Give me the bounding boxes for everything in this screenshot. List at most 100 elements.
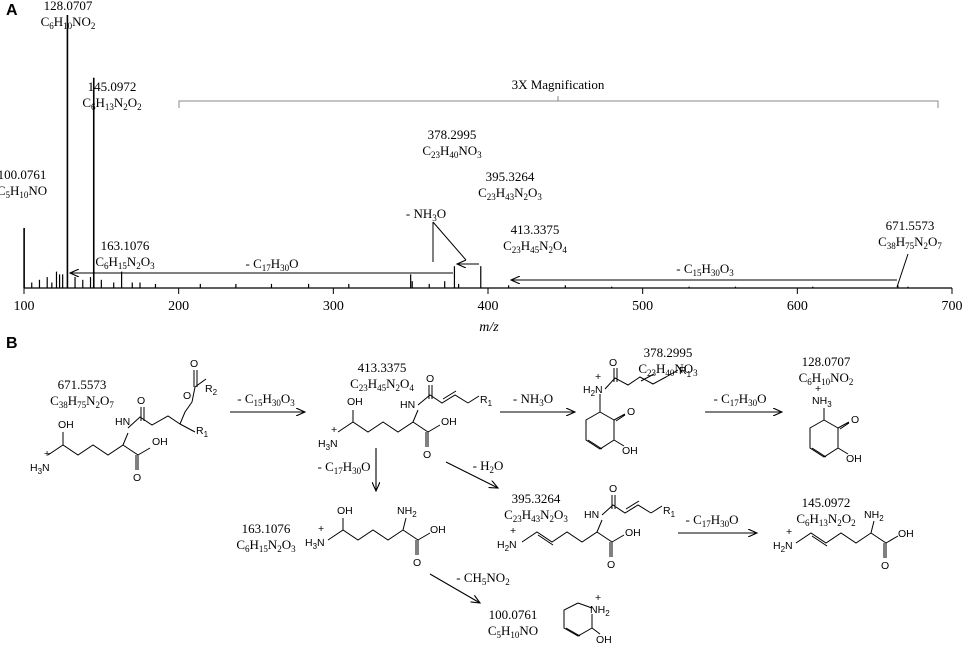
x-tick-label: 700 — [942, 299, 963, 314]
compound-formula: C23H40NO3 — [638, 361, 698, 378]
loss-arrow-nh3o: - NH3O — [406, 206, 479, 264]
charge: + — [595, 371, 601, 383]
peak-label-395: 395.3264 C23H43N2O3 — [478, 169, 542, 202]
panel-b: B 671.5573 C38H75N2O7 OH H3N + HN OH O O… — [6, 335, 914, 646]
atom: NH3 — [812, 395, 832, 409]
structure-128: NH3 + O OH — [809, 383, 862, 465]
loss-label: - C15H30O3 — [676, 261, 734, 278]
atom: NH2 — [590, 604, 610, 618]
step-c17h30o-1: - C17H30O — [705, 391, 782, 412]
peak-mz: 145.0972 — [88, 79, 137, 94]
x-tick-label: 100 — [14, 299, 35, 314]
reaction-arrow — [429, 573, 480, 603]
atom: R1 — [663, 505, 676, 519]
panel-b-letter: B — [6, 335, 18, 352]
magnification-bracket — [178, 96, 939, 108]
atom: OH — [898, 528, 914, 540]
x-tick-label: 500 — [632, 299, 653, 314]
compound-formula: C6H15N2O3 — [236, 537, 296, 554]
x-axis-label: m/z — [479, 320, 499, 335]
peak-mz: 100.0761 — [0, 167, 46, 182]
step-label: - C17H30O — [713, 391, 766, 408]
atom: OH — [337, 505, 353, 517]
atom: OH — [430, 524, 446, 536]
peak-label-378: 378.2995 C23H40NO3 — [422, 127, 482, 160]
structure-395: H2N + HN OH O O R1 — [497, 483, 676, 571]
structure-413: OH H3N + HN OH O O R1 — [318, 373, 493, 461]
atom: R1 — [196, 425, 209, 439]
bond — [47, 370, 207, 470]
bond — [521, 495, 663, 557]
charge: + — [44, 448, 50, 460]
bond — [795, 520, 899, 558]
atom: H3N — [305, 537, 325, 551]
panel-a-letter: A — [6, 2, 18, 19]
step-h2o: - H2O — [445, 458, 503, 488]
bond — [563, 602, 601, 637]
atom: O — [609, 483, 617, 495]
peak-mz: 163.1076 — [101, 238, 150, 253]
compound-100: 100.0761 C5H10NO NH2 + OH — [488, 592, 612, 646]
charge: + — [510, 525, 516, 537]
loss-arrow-c15h30o3: - C15H30O3 — [511, 261, 897, 280]
atom: O — [627, 406, 635, 418]
compound-formula: C5H10NO — [488, 623, 538, 640]
peak-formula: C6H13N2O2 — [82, 95, 141, 112]
atom: R1 — [480, 394, 493, 408]
step-label: - C15H30O3 — [237, 391, 295, 408]
atom: O — [607, 559, 615, 571]
compound-formula: C6H10NO2 — [799, 370, 854, 387]
leader-nh3o-1 — [432, 221, 467, 261]
x-tick-label: 400 — [478, 299, 499, 314]
charge: + — [318, 523, 324, 535]
atom: OH — [596, 634, 612, 646]
atom: HN — [584, 509, 599, 521]
atom: R2 — [205, 383, 218, 397]
peak-label-145: 145.0972 C6H13N2O2 — [82, 79, 141, 112]
compound-145: 145.0972 C6H13N2O2 H2N + NH2 OH O — [773, 495, 914, 572]
bond — [809, 408, 850, 458]
leader-671 — [896, 253, 909, 288]
step-label: - C17H30O — [685, 512, 738, 529]
loss-label: - C17H30O — [245, 256, 298, 273]
charge: + — [595, 592, 601, 604]
loss-arrow-c17h30o: - C17H30O — [70, 256, 453, 273]
atom: HN — [115, 416, 130, 428]
compound-128: 128.0707 C6H10NO2 NH3 + O OH — [799, 354, 862, 465]
magnification-label: 3X Magnification — [512, 77, 605, 92]
step-c15h30o3: - C15H30O3 — [230, 391, 305, 412]
spectrum-peaks — [23, 15, 909, 288]
step-label: - NH3O — [513, 391, 553, 408]
step-label: - CH5NO2 — [456, 570, 509, 587]
x-tick-label: 600 — [787, 299, 808, 314]
step-c17h30o-3: - C17H30O — [678, 512, 757, 533]
peak-label-128: 128.0707 C6H10NO2 — [41, 0, 96, 31]
atom: O — [881, 560, 889, 572]
compound-mz: 128.0707 — [802, 354, 851, 369]
structure-378: H2N + O R1 O OH — [583, 357, 692, 457]
atom: H3N — [30, 462, 50, 476]
atom: O — [426, 373, 434, 385]
atom: OH — [58, 419, 74, 431]
structure-145: H2N + NH2 OH O — [773, 509, 914, 572]
charge: + — [786, 526, 792, 538]
compound-163: 163.1076 C6H15N2O3 OH H3N + NH2 OH O — [236, 505, 445, 569]
compound-mz: 378.2995 — [644, 345, 693, 360]
atom: O — [190, 358, 198, 370]
compound-mz: 671.5573 — [58, 377, 107, 392]
peak-formula: C6H10NO2 — [41, 14, 96, 31]
x-tick-label: 200 — [168, 299, 189, 314]
peak-formula: C23H40NO3 — [422, 143, 482, 160]
loss-label: - NH3O — [406, 206, 446, 223]
charge: + — [331, 424, 337, 436]
step-label: - C17H30O — [317, 459, 370, 476]
peak-formula: C6H15N2O3 — [95, 254, 155, 271]
peak-label-100: 100.0761 C5H10NO — [0, 167, 47, 200]
atom: NH2 — [397, 505, 417, 519]
atom: O — [133, 472, 141, 484]
compound-mz: 163.1076 — [242, 521, 291, 536]
step-ch5no2: - CH5NO2 — [429, 570, 510, 603]
structure-671: OH H3N + HN OH O O R1 O O R2 — [30, 358, 218, 484]
atom: H2N — [497, 539, 517, 553]
